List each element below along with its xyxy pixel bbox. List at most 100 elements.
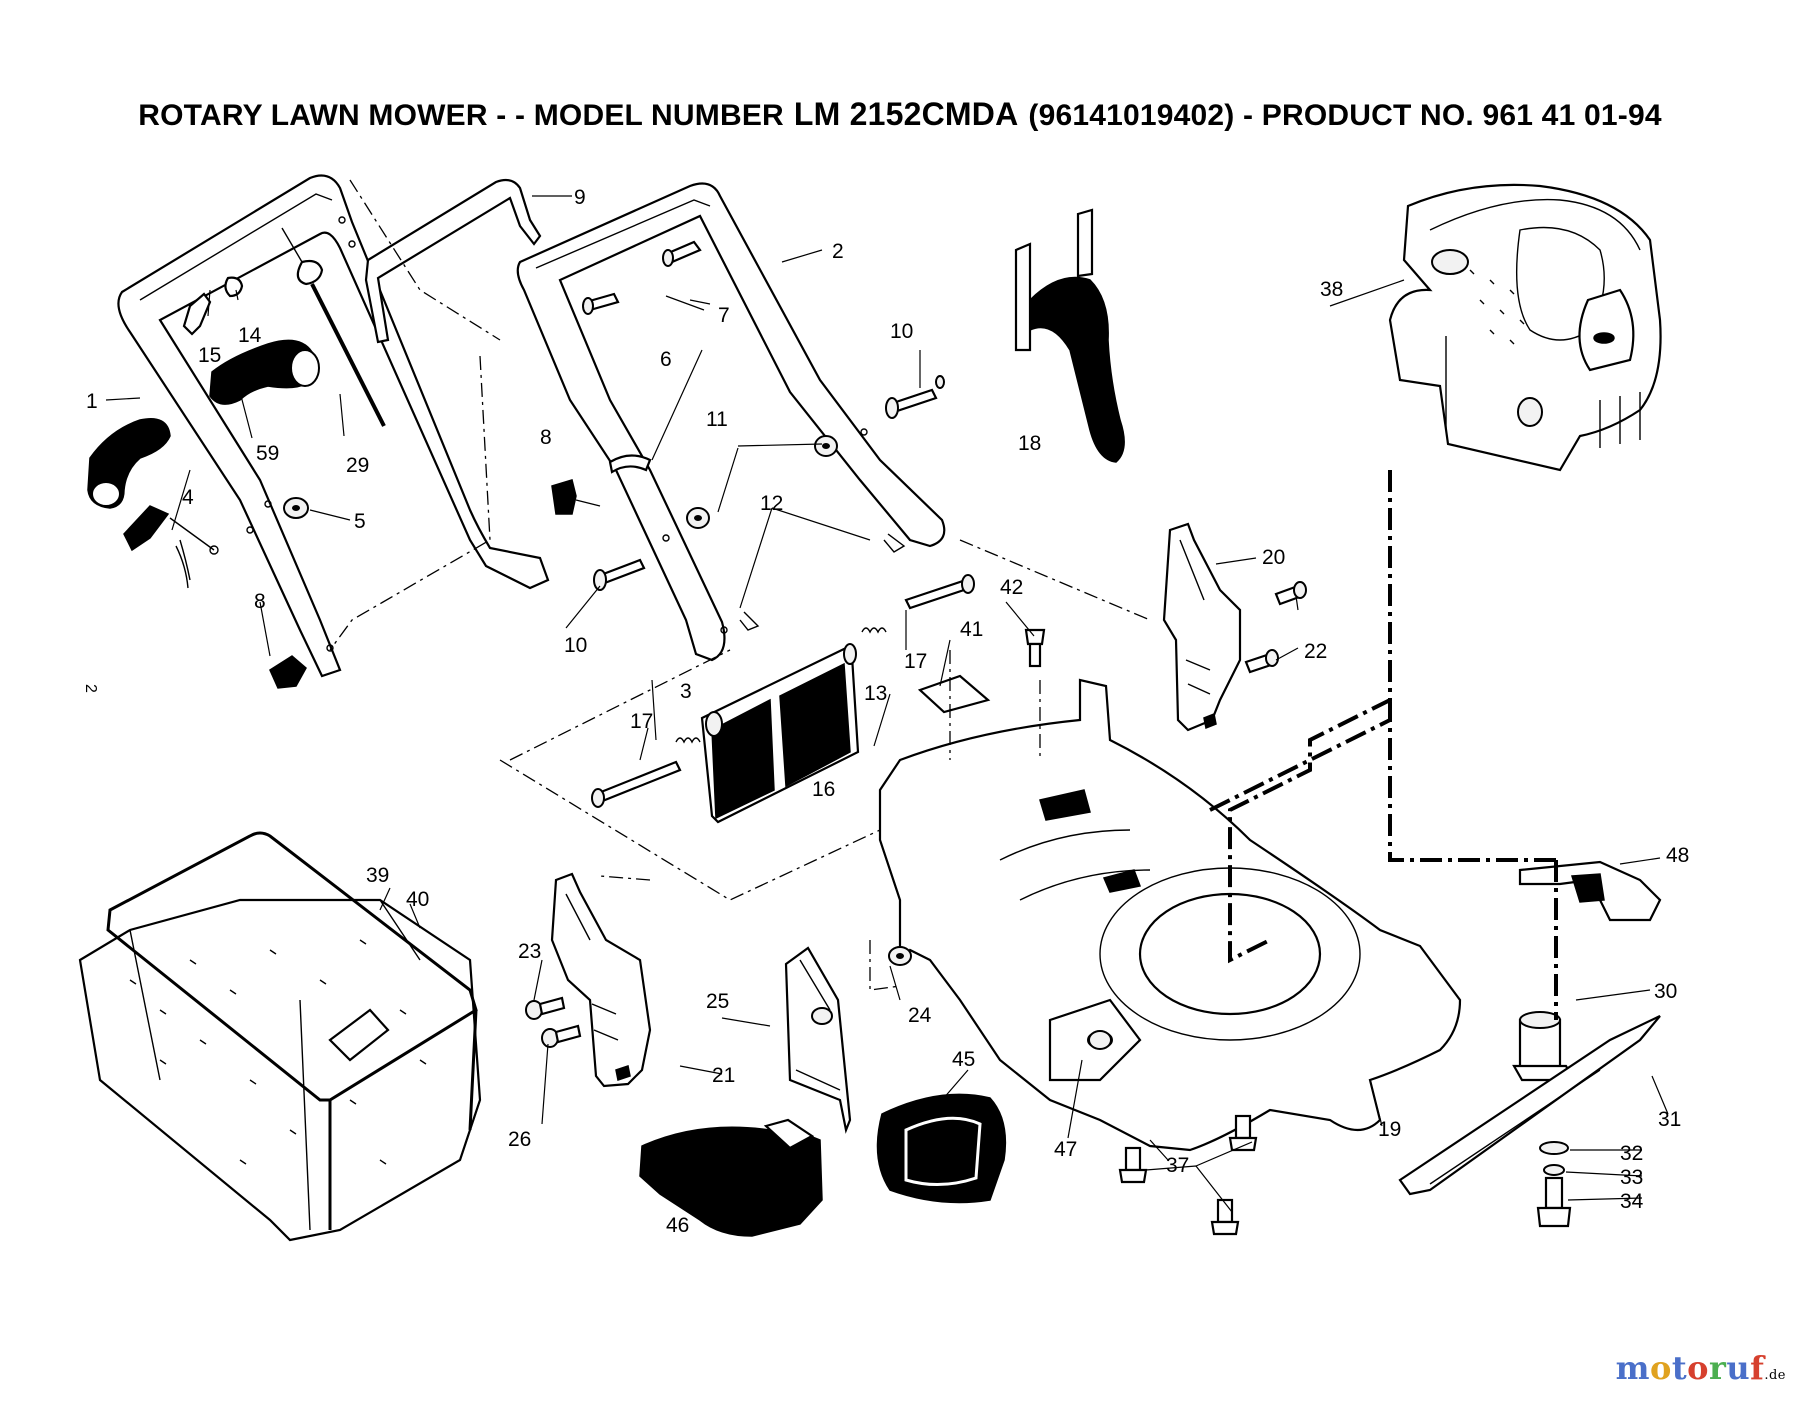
- assembly-dashed-lines: [329, 179, 1558, 1020]
- bolts-part-22: [1244, 581, 1307, 674]
- bolts-part-23-and-26: [525, 996, 582, 1048]
- label-part-2: 2: [832, 240, 844, 263]
- label-part-32: 32: [1620, 1142, 1643, 1165]
- watermark-suffix: .de: [1764, 1368, 1786, 1383]
- label-part-59: 59: [256, 442, 279, 465]
- label-part-31: 31: [1658, 1108, 1681, 1131]
- knob-part-8-lower: [269, 655, 307, 689]
- handle-bracket-part-15: [182, 292, 212, 336]
- label-part-18: 18: [1018, 432, 1041, 455]
- label-part-21: 21: [712, 1064, 735, 1087]
- shoulder-bolt-part-10-lower: [593, 558, 646, 591]
- blade-part-31: [1398, 1015, 1661, 1196]
- hairpin-clips-part-12: [739, 533, 906, 631]
- label-part-3: 3: [680, 680, 692, 703]
- knob-part-8-upper: [551, 479, 601, 515]
- height-adjuster-part-21: [550, 872, 652, 1088]
- engine-part-38: [1388, 183, 1662, 472]
- control-cable-part-29: [281, 227, 386, 427]
- label-part-5: 5: [354, 510, 366, 533]
- motoruf-watermark-logo: motoruf.de: [1616, 1349, 1786, 1387]
- watermark-letter: r: [1708, 1349, 1727, 1387]
- title-suffix: (96141019402) - PRODUCT NO. 961 41 01-94: [1028, 99, 1662, 132]
- upper-handle-part-2: [516, 182, 946, 662]
- grass-bag-part-39: [78, 898, 482, 1242]
- bracket-part-25: [784, 946, 852, 1134]
- watermark-letter: o: [1687, 1349, 1709, 1387]
- label-part-17-left: 17: [630, 710, 653, 733]
- label-part-4: 4: [182, 486, 194, 509]
- label-part-29: 29: [346, 454, 369, 477]
- label-part-48: 48: [1666, 844, 1689, 867]
- label-part-9: 9: [574, 186, 586, 209]
- label-part-23: 23: [518, 940, 541, 963]
- label-part-8-lower: 8: [254, 590, 266, 613]
- label-part-8-upper: 8: [540, 426, 552, 449]
- lower-handle-part-1: [117, 174, 550, 678]
- knob-part-4: [123, 505, 219, 589]
- label-part-26: 26: [508, 1128, 531, 1151]
- label-part-7: 7: [718, 304, 730, 327]
- label-part-34: 34: [1620, 1190, 1644, 1213]
- label-part-6: 6: [660, 348, 672, 371]
- label-part-38: 38: [1320, 278, 1343, 301]
- mower-deck-part-19: [878, 678, 1462, 1152]
- label-part-19: 19: [1378, 1118, 1401, 1141]
- label-part-10-lower: 10: [564, 634, 587, 657]
- cable-guide-part-6: [608, 454, 652, 474]
- label-part-14: 14: [238, 324, 262, 347]
- mulch-cover-part-45: [876, 1093, 1007, 1204]
- label-part-33: 33: [1620, 1166, 1643, 1189]
- watermark-letter: t: [1671, 1349, 1688, 1387]
- watermark-letter: o: [1649, 1349, 1672, 1387]
- diagram-title: ROTARY LAWN MOWER - - MODEL NUMBER LM 215…: [0, 96, 1800, 133]
- label-part-45: 45: [952, 1048, 975, 1071]
- bolt-part-14: [224, 276, 244, 298]
- label-part-30: 30: [1654, 980, 1677, 1003]
- control-bail-part-9: [364, 178, 542, 344]
- label-part-1: 1: [86, 390, 98, 413]
- label-part-25: 25: [706, 990, 729, 1013]
- label-part-13: 13: [864, 682, 887, 705]
- label-part-12: 12: [760, 492, 783, 515]
- label-part-17-right: 17: [904, 650, 927, 673]
- model-number: LM 2152CMDA: [793, 96, 1019, 132]
- title-prefix: ROTARY LAWN MOWER - - MODEL NUMBER: [138, 99, 784, 132]
- label-part-10-upper: 10: [890, 320, 913, 343]
- label-part-47: 47: [1054, 1138, 1077, 1161]
- mulch-plug-part-18: [1014, 208, 1125, 463]
- label-part-15: 15: [198, 344, 221, 367]
- flap-rods-part-17: [591, 574, 975, 808]
- handle-grips-part-59: [87, 339, 320, 509]
- page-marker: 2: [82, 684, 99, 693]
- hex-nut-part-5: [283, 497, 309, 519]
- shoulder-bolt-part-10-upper: [885, 375, 945, 419]
- label-part-46: 46: [666, 1214, 689, 1237]
- bolts-part-37: [1118, 1114, 1258, 1236]
- label-part-22: 22: [1304, 640, 1327, 663]
- label-part-20: 20: [1262, 546, 1285, 569]
- label-part-11: 11: [706, 408, 728, 431]
- nut-part-47: [1088, 1030, 1112, 1050]
- springs-part-3-and-13: [675, 627, 887, 744]
- label-part-41: 41: [960, 618, 983, 641]
- discharge-chute-part-46: [639, 1118, 823, 1237]
- watermark-letter: m: [1615, 1349, 1650, 1387]
- label-part-42: 42: [1000, 576, 1023, 599]
- leader-lines: [105, 195, 1669, 1221]
- watermark-letter: u: [1726, 1349, 1751, 1387]
- nut-part-24: [888, 946, 912, 966]
- label-part-39: 39: [366, 864, 389, 887]
- label-part-40: 40: [406, 888, 429, 911]
- rear-flap-part-16: [700, 643, 860, 824]
- label-part-37: 37: [1166, 1154, 1189, 1177]
- bracket-part-48: [1518, 860, 1662, 922]
- blade-bolt-part-34: [1536, 1176, 1572, 1228]
- label-part-24: 24: [908, 1004, 932, 1027]
- bolts-part-7: [582, 240, 702, 315]
- height-adjuster-part-20: [1162, 522, 1242, 732]
- watermark-letter: f: [1750, 1349, 1765, 1387]
- bolt-part-42: [1024, 628, 1046, 668]
- blade-adapter-part-30: [1512, 1011, 1576, 1082]
